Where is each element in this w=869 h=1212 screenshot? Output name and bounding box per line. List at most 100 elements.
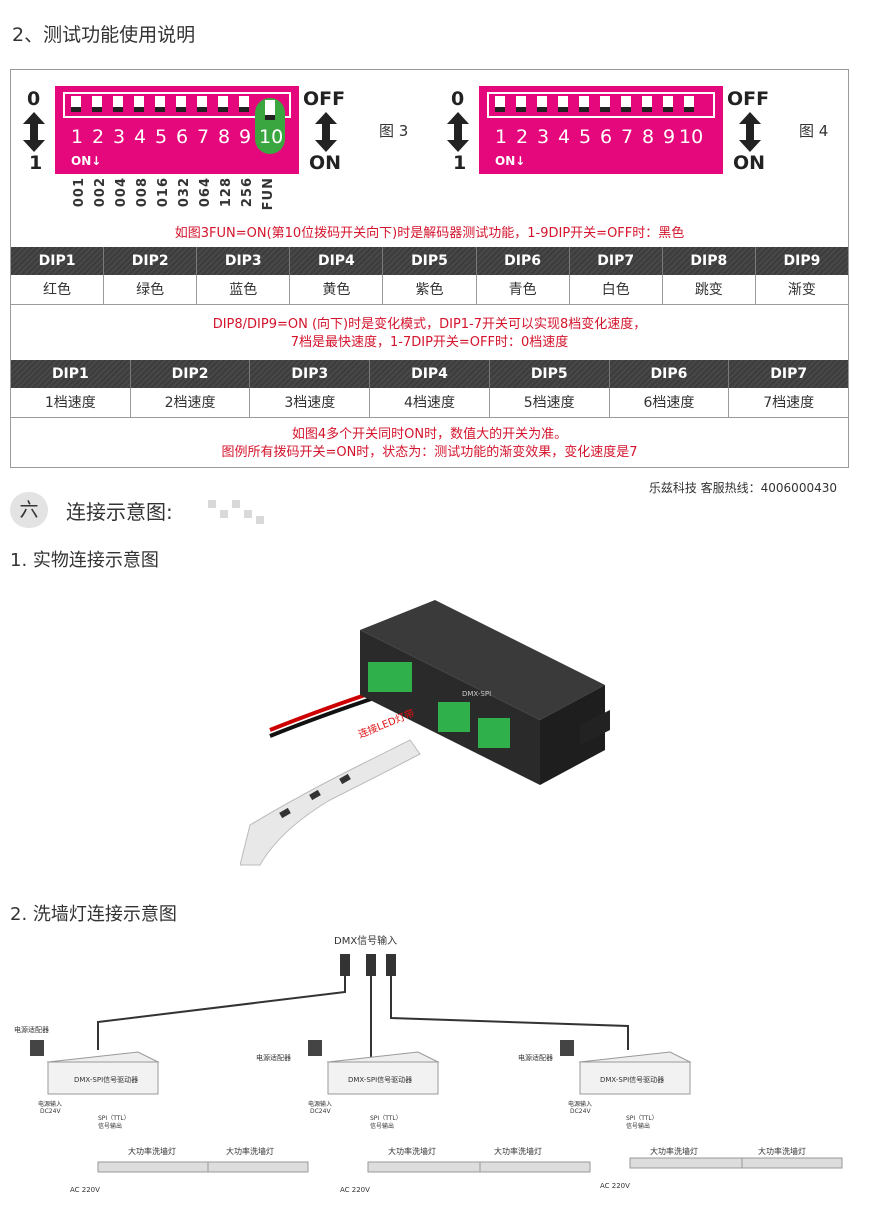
- driver-unit-3: 电源适配器 DMX-SPI信号驱动器 电源输入 DC24V SPI（TTL） 信…: [518, 1040, 843, 1190]
- svg-text:AC 220V: AC 220V: [340, 1186, 370, 1194]
- table-cell: 红色: [11, 275, 105, 304]
- svg-text:大功率洗墙灯: 大功率洗墙灯: [128, 1146, 176, 1156]
- wiring-diagram: DMX信号输入 电源适配器 DMX-SPI信号驱动器 电源输入 DC24V SP…: [14, 934, 843, 1194]
- fig4-on-label: ON: [733, 152, 766, 174]
- table-header-cell: DIP7: [570, 247, 663, 275]
- table2-row: 1档速度 2档速度 3档速度 4档速度 5档速度 6档速度 7档速度: [11, 388, 848, 418]
- svg-text:AC 220V: AC 220V: [70, 1186, 100, 1194]
- strip-label: 连接LED灯带: [356, 706, 416, 740]
- table-header-cell: DIP7: [770, 366, 808, 382]
- svg-text:大功率洗墙灯: 大功率洗墙灯: [650, 1146, 698, 1156]
- dip-figure-3: 0 1 1 2 3 4 5 6 7 8 9 10: [11, 70, 431, 230]
- table-cell: 3档速度: [250, 388, 371, 417]
- svg-text:DMX-SPI信号驱动器: DMX-SPI信号驱动器: [74, 1075, 138, 1084]
- section-title: 2、测试功能使用说明: [12, 24, 196, 46]
- svg-text:DC24V: DC24V: [570, 1108, 591, 1115]
- table-cell: 绿色: [104, 275, 198, 304]
- svg-text:大功率洗墙灯: 大功率洗墙灯: [388, 1146, 436, 1156]
- table-header-cell: DIP5: [490, 360, 610, 388]
- brand-hotline: 乐兹科技 客服热线：4006000430: [648, 481, 837, 495]
- svg-text:电源适配器: 电源适配器: [14, 1025, 49, 1034]
- decorative-pixel: [256, 516, 264, 524]
- dmx-input-label: DMX信号输入: [334, 934, 397, 947]
- svg-text:SPI（TTL）: SPI（TTL）: [626, 1115, 658, 1122]
- svg-text:DMX-SPI信号驱动器: DMX-SPI信号驱动器: [600, 1075, 664, 1084]
- table-header-cell: DIP1: [11, 247, 105, 275]
- svg-text:电源适配器: 电源适配器: [256, 1053, 291, 1062]
- table-header-cell: DIP2: [104, 247, 198, 275]
- fig3-caption: 图 3: [379, 122, 409, 140]
- svg-text:AC 220V: AC 220V: [600, 1182, 630, 1190]
- updown-arrow-icon: [315, 112, 337, 152]
- switch-value-label: 001: [72, 177, 87, 208]
- svg-text:信号输出: 信号输出: [98, 1122, 122, 1130]
- updown-arrow-icon: [447, 112, 469, 152]
- dip-switch-body-3: 1 2 3 4 5 6 7 8 9 10 ON↓: [55, 86, 299, 174]
- fig4-off-label: OFF: [727, 88, 770, 110]
- note-test-function: 如图3FUN=ON(第10位拨码开关向下)时是解码器测试功能，1-9DIP开关=…: [174, 226, 685, 241]
- driver-unit-1: 电源适配器 DMX-SPI信号驱动器 电源输入 DC24V SPI（TTL） 信…: [14, 1025, 309, 1194]
- table-header-cell: DIP6: [610, 360, 730, 388]
- fig3-on-label: ON: [309, 152, 342, 174]
- svg-text:信号输出: 信号输出: [626, 1122, 650, 1130]
- svg-text:DC24V: DC24V: [40, 1108, 61, 1115]
- svg-text:电源输入: 电源输入: [568, 1100, 592, 1108]
- dip-figure-4: 0 1 1 2 3 4 5 6 7 8 9 10 ON↓: [441, 70, 841, 230]
- table-header-cell: DIP2: [131, 360, 251, 388]
- svg-text:大功率洗墙灯: 大功率洗墙灯: [494, 1146, 542, 1156]
- svg-text:大功率洗墙灯: 大功率洗墙灯: [758, 1146, 806, 1156]
- decorative-pixel: [232, 500, 240, 508]
- section6-title: 连接示意图:: [66, 500, 173, 524]
- fig3-one-label: 1: [29, 152, 43, 174]
- table1-header: DIP1 DIP2 DIP3 DIP4 DIP5 DIP6 DIP7 DIP8 …: [11, 247, 848, 275]
- note-change-mode-line2: 7档是最快速度，1-7DIP开关=OFF时：0档速度: [290, 335, 569, 350]
- switch-value-label: 008: [135, 177, 150, 208]
- table-cell: 6档速度: [610, 388, 730, 417]
- table-header-cell: DIP1: [11, 360, 131, 388]
- table-cell: 白色: [570, 275, 663, 304]
- table2-header: DIP1 DIP2 DIP3 DIP4 DIP5 DIP6 DIP7: [11, 360, 848, 388]
- switch-value-label: 032: [177, 177, 192, 208]
- table1-row: 红色 绿色 蓝色 黄色 紫色 青色 白色 跳变 渐变: [11, 275, 848, 305]
- switch-value-label: 064: [198, 177, 213, 208]
- switch-value-label: FUN: [261, 177, 276, 211]
- svg-text:电源输入: 电源输入: [38, 1100, 62, 1108]
- table-cell: 跳变: [663, 275, 756, 304]
- switch-value-label: 002: [93, 177, 108, 208]
- table-cell: 紫色: [383, 275, 477, 304]
- fig4-on-mark: ON↓: [495, 154, 526, 168]
- svg-text:DC24V: DC24V: [310, 1108, 331, 1115]
- note-multi-switch-line2: 图例所有拨码开关=ON时，状态为：测试功能的渐变效果，变化速度是7: [221, 445, 638, 460]
- fig3-zero-label: 0: [27, 88, 41, 110]
- updown-arrow-icon: [23, 112, 45, 152]
- table-header-cell: DIP4: [370, 360, 490, 388]
- driver-unit-2: 电源适配器 DMX-SPI信号驱动器 电源输入 DC24V SPI（TTL） 信…: [256, 1040, 591, 1194]
- sub-title-physical: 1. 实物连接示意图: [10, 550, 159, 571]
- table-cell: 渐变: [787, 282, 816, 298]
- switch-value-label: 256: [240, 177, 255, 208]
- box-label: DMX-SPI: [462, 690, 491, 698]
- switch-value-label: 128: [219, 177, 234, 208]
- table-header-cell: DIP3: [250, 360, 371, 388]
- sub-title-wallwasher: 2. 洗墙灯连接示意图: [10, 904, 177, 925]
- table-cell: 7档速度: [763, 395, 815, 411]
- section-number-badge: 六: [10, 492, 48, 528]
- svg-text:大功率洗墙灯: 大功率洗墙灯: [226, 1146, 274, 1156]
- table-header-cell: DIP6: [477, 247, 570, 275]
- fig3-on-mark: ON↓: [71, 154, 102, 168]
- table-header-cell: DIP3: [197, 247, 291, 275]
- switch-value-label: 004: [114, 177, 129, 208]
- dip-switch-body-4: 1 2 3 4 5 6 7 8 9 10 ON↓: [479, 86, 723, 174]
- dip-switch-panel: 0 1 1 2 3 4 5 6 7 8 9 10: [10, 69, 849, 468]
- table-header-cell: DIP9: [783, 253, 821, 269]
- updown-arrow-icon: [739, 112, 761, 152]
- table-header-cell: DIP8: [663, 247, 756, 275]
- svg-text:电源适配器: 电源适配器: [518, 1053, 553, 1062]
- svg-text:DMX-SPI信号驱动器: DMX-SPI信号驱动器: [348, 1075, 412, 1084]
- svg-text:SPI（TTL）: SPI（TTL）: [370, 1115, 402, 1122]
- switch-value-label: 016: [156, 177, 171, 208]
- xlr-plug-icon: [340, 954, 396, 976]
- fig4-caption: 图 4: [799, 122, 829, 140]
- note-change-mode-line1: DIP8/DIP9=ON (向下)时是变化模式，DIP1-7开关可以实现8档变化…: [212, 317, 647, 332]
- table-cell: 5档速度: [490, 388, 610, 417]
